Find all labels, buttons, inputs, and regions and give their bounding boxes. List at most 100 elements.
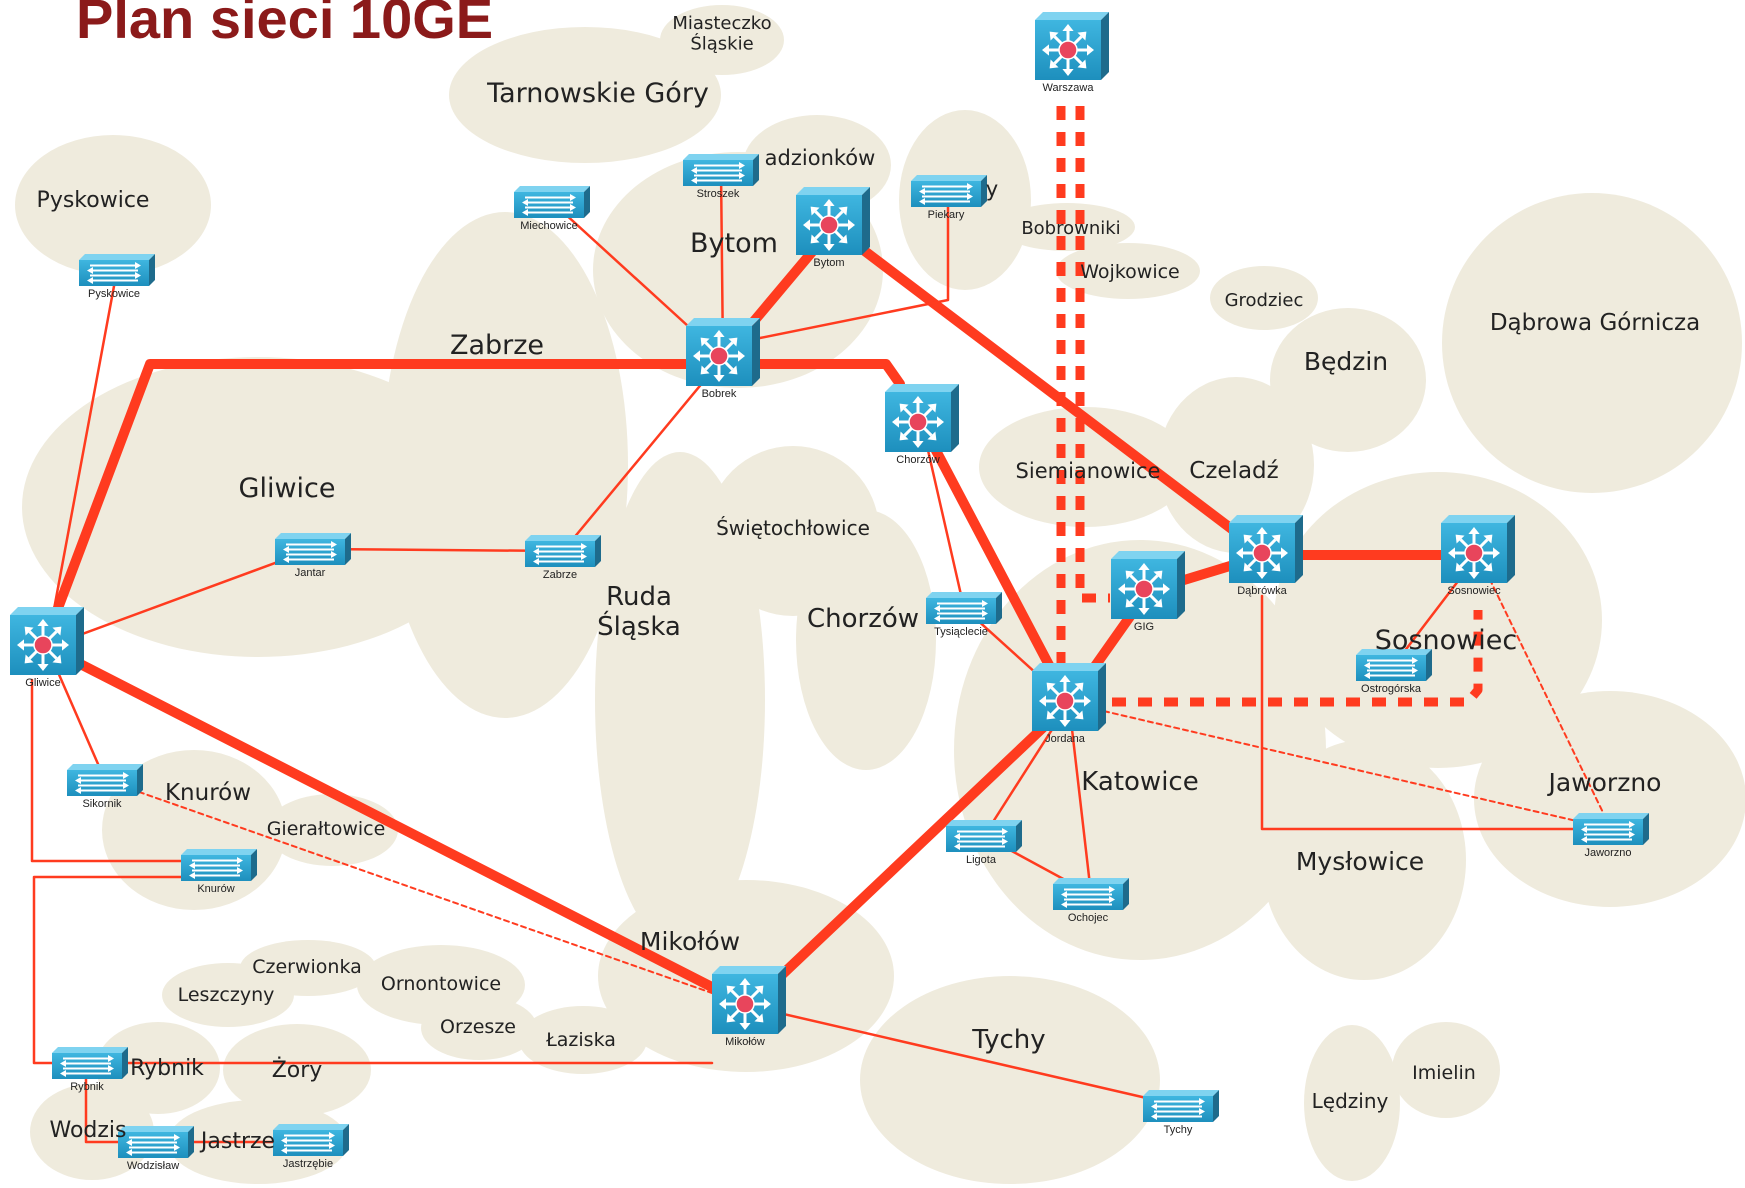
device-ochojec[interactable]: Ochojec <box>1053 878 1129 924</box>
region-myslowice <box>1262 740 1466 980</box>
device-chorzow[interactable]: Chorzów <box>885 384 959 466</box>
device-label: Jaworzno <box>1584 847 1631 859</box>
layer3-switch-icon <box>1035 12 1109 80</box>
workgroup-switch-icon <box>79 254 155 286</box>
device-knurow[interactable]: Knurów <box>181 849 257 895</box>
region-dabrowa-gornicza <box>1442 193 1742 493</box>
device-rybnik[interactable]: Rybnik <box>52 1047 128 1093</box>
device-bytom[interactable]: Bytom <box>796 187 870 269</box>
region-label-siemianowice: Siemianowice <box>1016 459 1161 483</box>
layer3-switch-icon <box>10 607 84 675</box>
region-rybnik <box>96 1022 220 1114</box>
device-label: Jordana <box>1045 733 1086 745</box>
device-miechowice[interactable]: Miechowice <box>514 186 590 232</box>
device-stroszek[interactable]: Stroszek <box>683 154 759 200</box>
region-label-chorzow: Chorzów <box>807 604 919 634</box>
layer3-switch-icon <box>1032 663 1106 731</box>
region-label-dabrowa-gornicza: Dąbrowa Górnicza <box>1490 310 1700 336</box>
region-label-tychy: Tychy <box>971 1025 1045 1055</box>
device-dabrowka[interactable]: Dąbrówka <box>1229 515 1303 597</box>
layer3-switch-icon <box>1441 515 1515 583</box>
region-bobrowniki <box>999 203 1135 251</box>
device-label: Jantar <box>295 567 326 579</box>
region-jaworzno <box>1474 691 1745 907</box>
device-ligota[interactable]: Ligota <box>946 820 1022 866</box>
device-label: Miechowice <box>520 220 577 232</box>
region-label-czeladz: Czeladź <box>1189 458 1278 484</box>
device-wodzislaw[interactable]: Wodzisław <box>118 1126 194 1172</box>
link-sosnowiec-jaworzno <box>1477 554 1612 830</box>
device-jantar[interactable]: Jantar <box>275 533 351 579</box>
device-ostrogorska[interactable]: Ostrogórska <box>1356 649 1432 695</box>
device-mikolow[interactable]: Mikołów <box>712 966 786 1048</box>
region-label-orzesze: Orzesze <box>440 1016 516 1038</box>
region-label-line: Miasteczko <box>672 13 771 34</box>
device-pyskowice[interactable]: Pyskowice <box>79 254 155 300</box>
region-label-bobrowniki: Bobrowniki <box>1021 218 1120 239</box>
workgroup-switch-icon <box>683 154 759 186</box>
device-tychy[interactable]: Tychy <box>1143 1090 1219 1136</box>
link-knurow-rybnik <box>32 875 183 1065</box>
device-jaworzno[interactable]: Jaworzno <box>1573 813 1649 859</box>
region-label-sosnowiec: Sosnowiec <box>1375 625 1517 656</box>
region-label-jaworzno: Jaworzno <box>1547 768 1662 797</box>
device-label: Gliwice <box>25 677 60 689</box>
region-label-tarnowskie-gory: Tarnowskie Góry <box>486 78 709 109</box>
workgroup-switch-icon <box>275 533 351 565</box>
device-label: Bytom <box>813 257 844 269</box>
device-zabrze[interactable]: Zabrze <box>525 535 601 581</box>
region-laziska <box>519 1006 647 1074</box>
layer3-switch-icon <box>1111 551 1185 619</box>
device-label: Pyskowice <box>88 288 140 300</box>
workgroup-switch-icon <box>67 764 143 796</box>
region-label-rybnik: Rybnik <box>130 1056 204 1081</box>
region-chorzow <box>796 510 936 770</box>
device-jastrzebie[interactable]: Jastrzębie <box>273 1124 349 1170</box>
link-zabrze-jantar <box>311 547 565 553</box>
device-piekary[interactable]: Piekary <box>911 175 987 221</box>
link-pyskowice-gliwice <box>45 268 119 649</box>
region-label-laziska: Łaziska <box>545 1029 616 1051</box>
link-bobrek-piekary <box>758 205 950 340</box>
device-label: Dąbrówka <box>1237 585 1287 597</box>
region-imielin <box>1392 1022 1500 1118</box>
link-jantar-gliwice <box>45 547 315 649</box>
device-label: Zabrze <box>543 569 577 581</box>
region-grodziec <box>1210 266 1318 330</box>
region-label-ornontowice: Ornontowice <box>381 973 501 995</box>
layer3-switch-icon <box>885 384 959 452</box>
region-wojkowice <box>1056 243 1200 299</box>
device-label: Tysiąclecie <box>934 626 988 638</box>
device-sosnowiec[interactable]: Sosnowiec <box>1441 515 1515 597</box>
region-label-grodziec: Grodziec <box>1225 290 1304 311</box>
device-gig[interactable]: GIG <box>1111 551 1185 633</box>
workgroup-switch-icon <box>1143 1090 1219 1122</box>
region-sosnowiec <box>1274 472 1602 768</box>
region-leszczyny <box>162 963 294 1027</box>
link-sikornik-mikolow <box>104 779 750 1007</box>
region-label-radzionkow: adzionków <box>765 146 876 170</box>
device-bobrek[interactable]: Bobrek <box>686 318 760 400</box>
device-label: Wodzisław <box>127 1160 179 1172</box>
region-label-zory: Żory <box>272 1057 323 1083</box>
region-label-zabrze: Zabrze <box>450 330 544 361</box>
device-label: Tychy <box>1164 1124 1193 1136</box>
region-label-wodzislaw: Wodzis <box>49 1118 126 1143</box>
device-label: Knurów <box>197 883 234 895</box>
region-gliwice <box>22 357 494 657</box>
device-jordana[interactable]: Jordana <box>1032 663 1106 745</box>
region-ledziny <box>1304 1025 1400 1181</box>
link-mikolow-tychy <box>747 1004 1183 1108</box>
device-sikornik[interactable]: Sikornik <box>67 764 143 810</box>
region-label-piekary: y <box>986 177 998 201</box>
device-gliwice[interactable]: Gliwice <box>10 607 84 689</box>
device-tysiaclecie[interactable]: Tysiąclecie <box>926 592 1002 638</box>
region-tarnowskie-gory <box>449 27 721 163</box>
region-label-bedzin: Będzin <box>1304 347 1388 376</box>
device-warszawa[interactable]: Warszawa <box>1035 12 1109 94</box>
device-label: Stroszek <box>697 188 740 200</box>
workgroup-switch-icon <box>118 1126 194 1158</box>
